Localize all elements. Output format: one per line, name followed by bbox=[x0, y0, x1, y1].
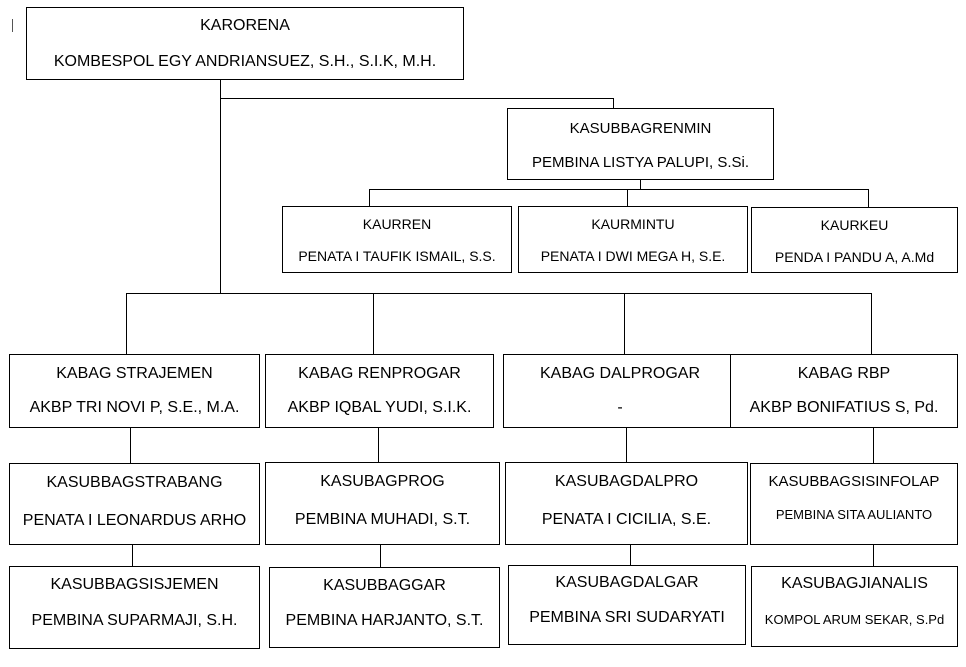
connector-renmin-down bbox=[640, 180, 641, 189]
connector-div-3 bbox=[624, 293, 625, 354]
connector-division-bus bbox=[126, 293, 872, 294]
sub-title: KASUBAGDALGAR bbox=[555, 574, 699, 591]
division-name: - bbox=[617, 399, 623, 416]
division-title: KABAG DALPROGAR bbox=[539, 365, 701, 382]
sub-name: PENATA I LEONARDUS ARHO bbox=[22, 512, 247, 529]
division-title: KABAG RENPROGAR bbox=[298, 365, 461, 382]
renmin-title: KASUBBAGRENMIN bbox=[569, 120, 712, 137]
unit-title: KAURMINTU bbox=[591, 216, 675, 232]
connector-root-down bbox=[220, 80, 221, 293]
division-box-dalprogar: KABAG DALPROGAR - bbox=[503, 354, 737, 428]
connector-renmin-drop bbox=[613, 98, 614, 108]
division-box-rbp: KABAG RBP AKBP BONIFATIUS S, Pd. bbox=[730, 354, 958, 428]
connector-div4-sub1 bbox=[873, 428, 874, 463]
division-title: KABAG STRAJEMEN bbox=[56, 365, 213, 382]
sub-box-dalgar: KASUBAGDALGAR PEMBINA SRI SUDARYATI bbox=[508, 565, 746, 645]
sub-box-jianalis: KASUBAGJIANALIS KOMPOL ARUM SEKAR, S.Pd bbox=[751, 566, 958, 647]
root-name: KOMBESPOL EGY ANDRIANSUEZ, S.H., S.I.K, … bbox=[53, 53, 437, 70]
connector-div-2 bbox=[373, 293, 374, 354]
sub-title: KASUBBAGSISJEMEN bbox=[50, 576, 219, 593]
unit-title: KAURREN bbox=[362, 216, 432, 232]
division-name: AKBP TRI NOVI P, S.E., M.A. bbox=[29, 399, 240, 416]
sub-name: PEMBINA SITA AULIANTO bbox=[775, 507, 933, 522]
sub-box-sisinfolap: KASUBBAGSISINFOLAP PEMBINA SITA AULIANTO bbox=[750, 463, 958, 545]
division-box-strajemen: KABAG STRAJEMEN AKBP TRI NOVI P, S.E., M… bbox=[9, 354, 260, 428]
sub-title: KASUBBAGSISINFOLAP bbox=[768, 473, 940, 490]
unit-name: PENATA I DWI MEGA H, S.E. bbox=[540, 248, 726, 264]
connector-renmin-bus bbox=[369, 189, 869, 190]
sub-name: KOMPOL ARUM SEKAR, S.Pd bbox=[764, 612, 945, 627]
renmin-name: PEMBINA LISTYA PALUPI, S.Si. bbox=[531, 154, 750, 171]
unit-name: PENATA I TAUFIK ISMAIL, S.S. bbox=[298, 248, 496, 264]
unit-title: KAURKEU bbox=[820, 217, 889, 233]
sub-name: PEMBINA HARJANTO, S.T. bbox=[285, 612, 484, 629]
sub-box-sisjemen: KASUBBAGSISJEMEN PEMBINA SUPARMAJI, S.H. bbox=[9, 566, 260, 649]
division-box-renprogar: KABAG RENPROGAR AKBP IQBAL YUDI, S.I.K. bbox=[265, 354, 494, 428]
root-box: KARORENA KOMBESPOL EGY ANDRIANSUEZ, S.H.… bbox=[26, 7, 464, 80]
sub-box-prog: KASUBAGPROG PEMBINA MUHADI, S.T. bbox=[265, 462, 500, 545]
sub-name: PEMBINA MUHADI, S.T. bbox=[294, 511, 471, 528]
connector-div2-sub2 bbox=[380, 545, 381, 567]
sub-title: KASUBAGDALPRO bbox=[554, 473, 699, 490]
connector-kaurren bbox=[369, 189, 370, 206]
unit-box-kaurmintu: KAURMINTU PENATA I DWI MEGA H, S.E. bbox=[518, 206, 748, 273]
connector-kaurkeu bbox=[868, 189, 869, 207]
sub-title: KASUBBAGGAR bbox=[323, 577, 446, 594]
connector-div1-sub1 bbox=[130, 428, 131, 463]
connector-kaurmintu bbox=[627, 189, 628, 206]
connector-div-1 bbox=[126, 293, 127, 354]
unit-box-kaurren: KAURREN PENATA I TAUFIK ISMAIL, S.S. bbox=[282, 206, 512, 273]
connector-div-4 bbox=[871, 293, 872, 354]
sub-box-gar: KASUBBAGGAR PEMBINA HARJANTO, S.T. bbox=[269, 567, 500, 648]
division-name: AKBP IQBAL YUDI, S.I.K. bbox=[287, 399, 472, 416]
division-title: KABAG RBP bbox=[797, 365, 891, 382]
sub-box-strabang: KASUBBAGSTRABANG PENATA I LEONARDUS ARHO bbox=[9, 463, 260, 545]
division-name: AKBP BONIFATIUS S, Pd. bbox=[749, 399, 939, 416]
connector-div2-sub1 bbox=[378, 428, 379, 462]
renmin-box: KASUBBAGRENMIN PEMBINA LISTYA PALUPI, S.… bbox=[507, 108, 774, 180]
connector-div3-sub1 bbox=[626, 428, 627, 462]
connector-root-to-renmin bbox=[220, 98, 613, 99]
sub-title: KASUBAGPROG bbox=[320, 473, 445, 490]
sub-title: KASUBBAGSTRABANG bbox=[46, 474, 223, 491]
sub-box-dalpro: KASUBAGDALPRO PENATA I CICILIA, S.E. bbox=[505, 462, 748, 545]
sub-title: KASUBAGJIANALIS bbox=[781, 575, 928, 592]
unit-name: PENDA I PANDU A, A.Md bbox=[774, 249, 935, 265]
root-title: KARORENA bbox=[200, 17, 290, 34]
text-cursor bbox=[12, 19, 13, 32]
sub-name: PENATA I CICILIA, S.E. bbox=[541, 511, 712, 528]
connector-div3-sub2 bbox=[630, 545, 631, 565]
sub-name: PEMBINA SUPARMAJI, S.H. bbox=[31, 612, 238, 629]
sub-name: PEMBINA SRI SUDARYATI bbox=[529, 609, 725, 626]
connector-div4-sub2 bbox=[873, 545, 874, 566]
unit-box-kaurkeu: KAURKEU PENDA I PANDU A, A.Md bbox=[751, 207, 958, 273]
connector-div1-sub2 bbox=[132, 545, 133, 566]
